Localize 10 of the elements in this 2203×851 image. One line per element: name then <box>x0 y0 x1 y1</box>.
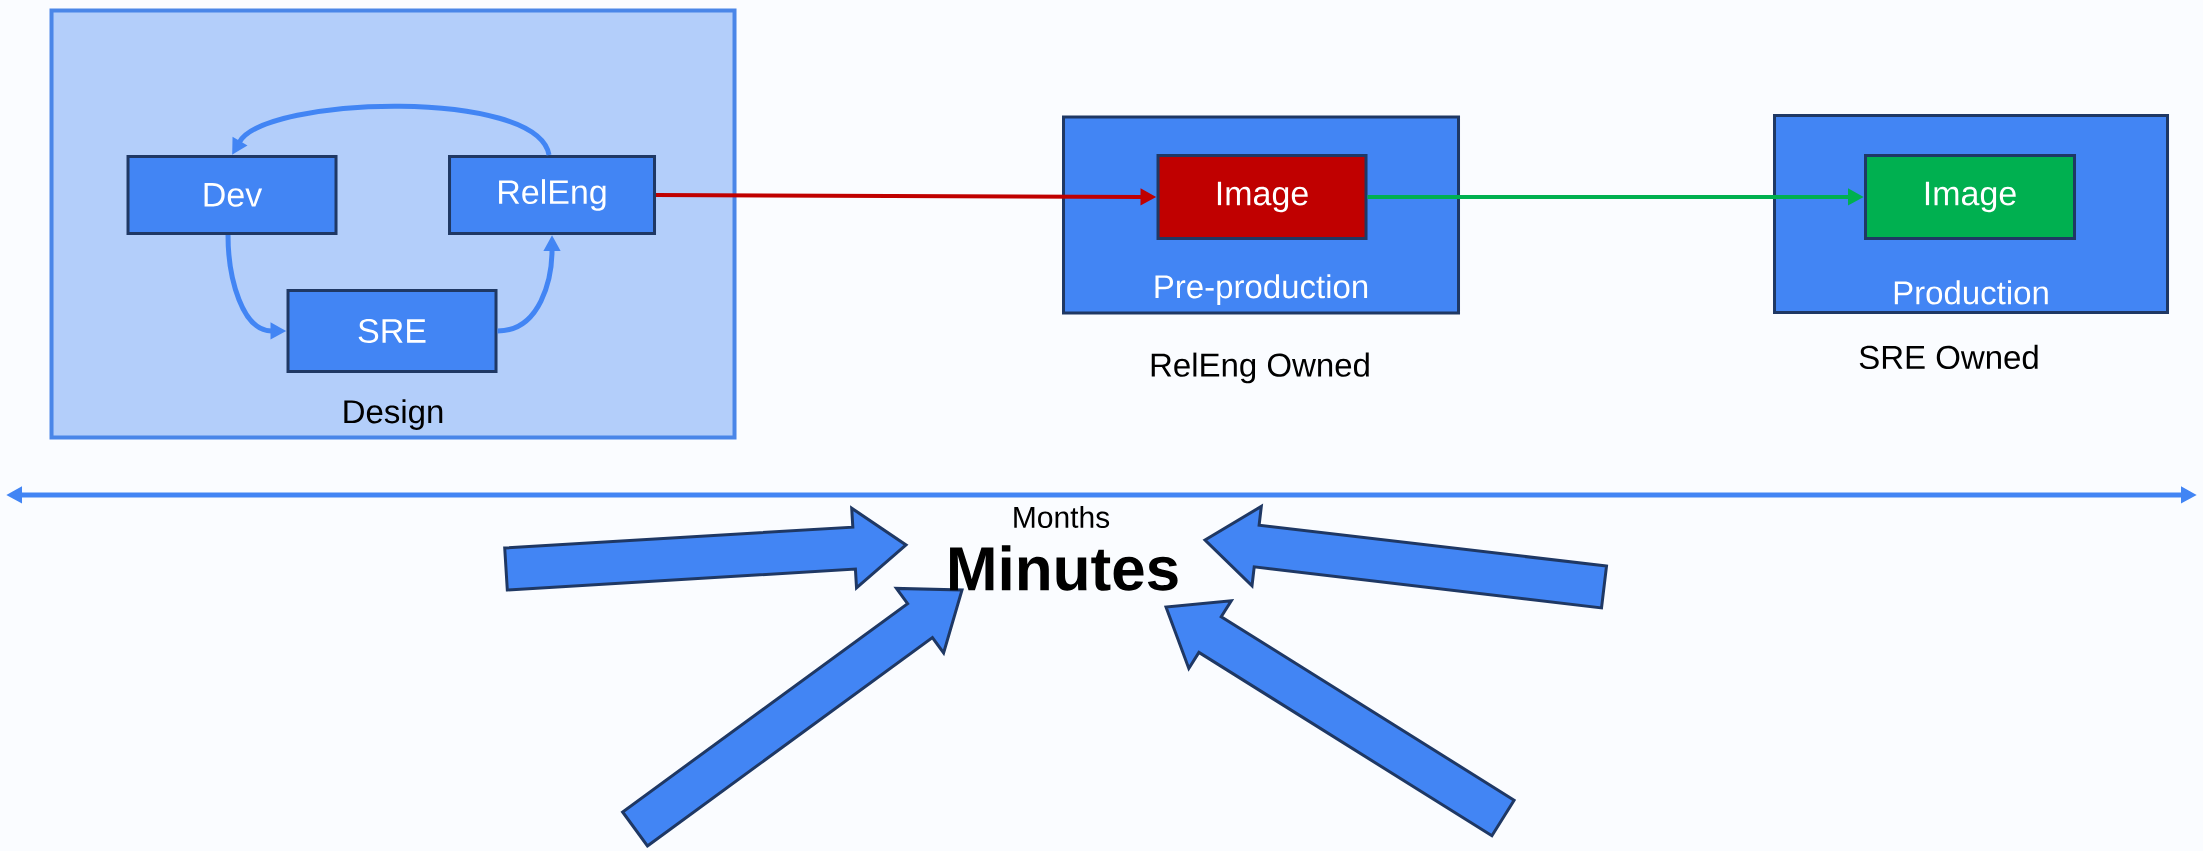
arrow <box>232 103 552 157</box>
process-box: RelEng <box>448 155 656 235</box>
process-box: Image <box>1156 154 1368 240</box>
process-box: Dev <box>126 155 338 235</box>
process-box: Image <box>1864 154 2076 240</box>
timeline-label: Months <box>1014 505 1110 528</box>
process-box: SRE <box>286 289 498 373</box>
owner-label: RelEng Owned <box>1151 352 1369 384</box>
timeline-label: Minutes <box>950 545 1178 591</box>
owner-label: SRE Owned <box>1859 344 2038 370</box>
